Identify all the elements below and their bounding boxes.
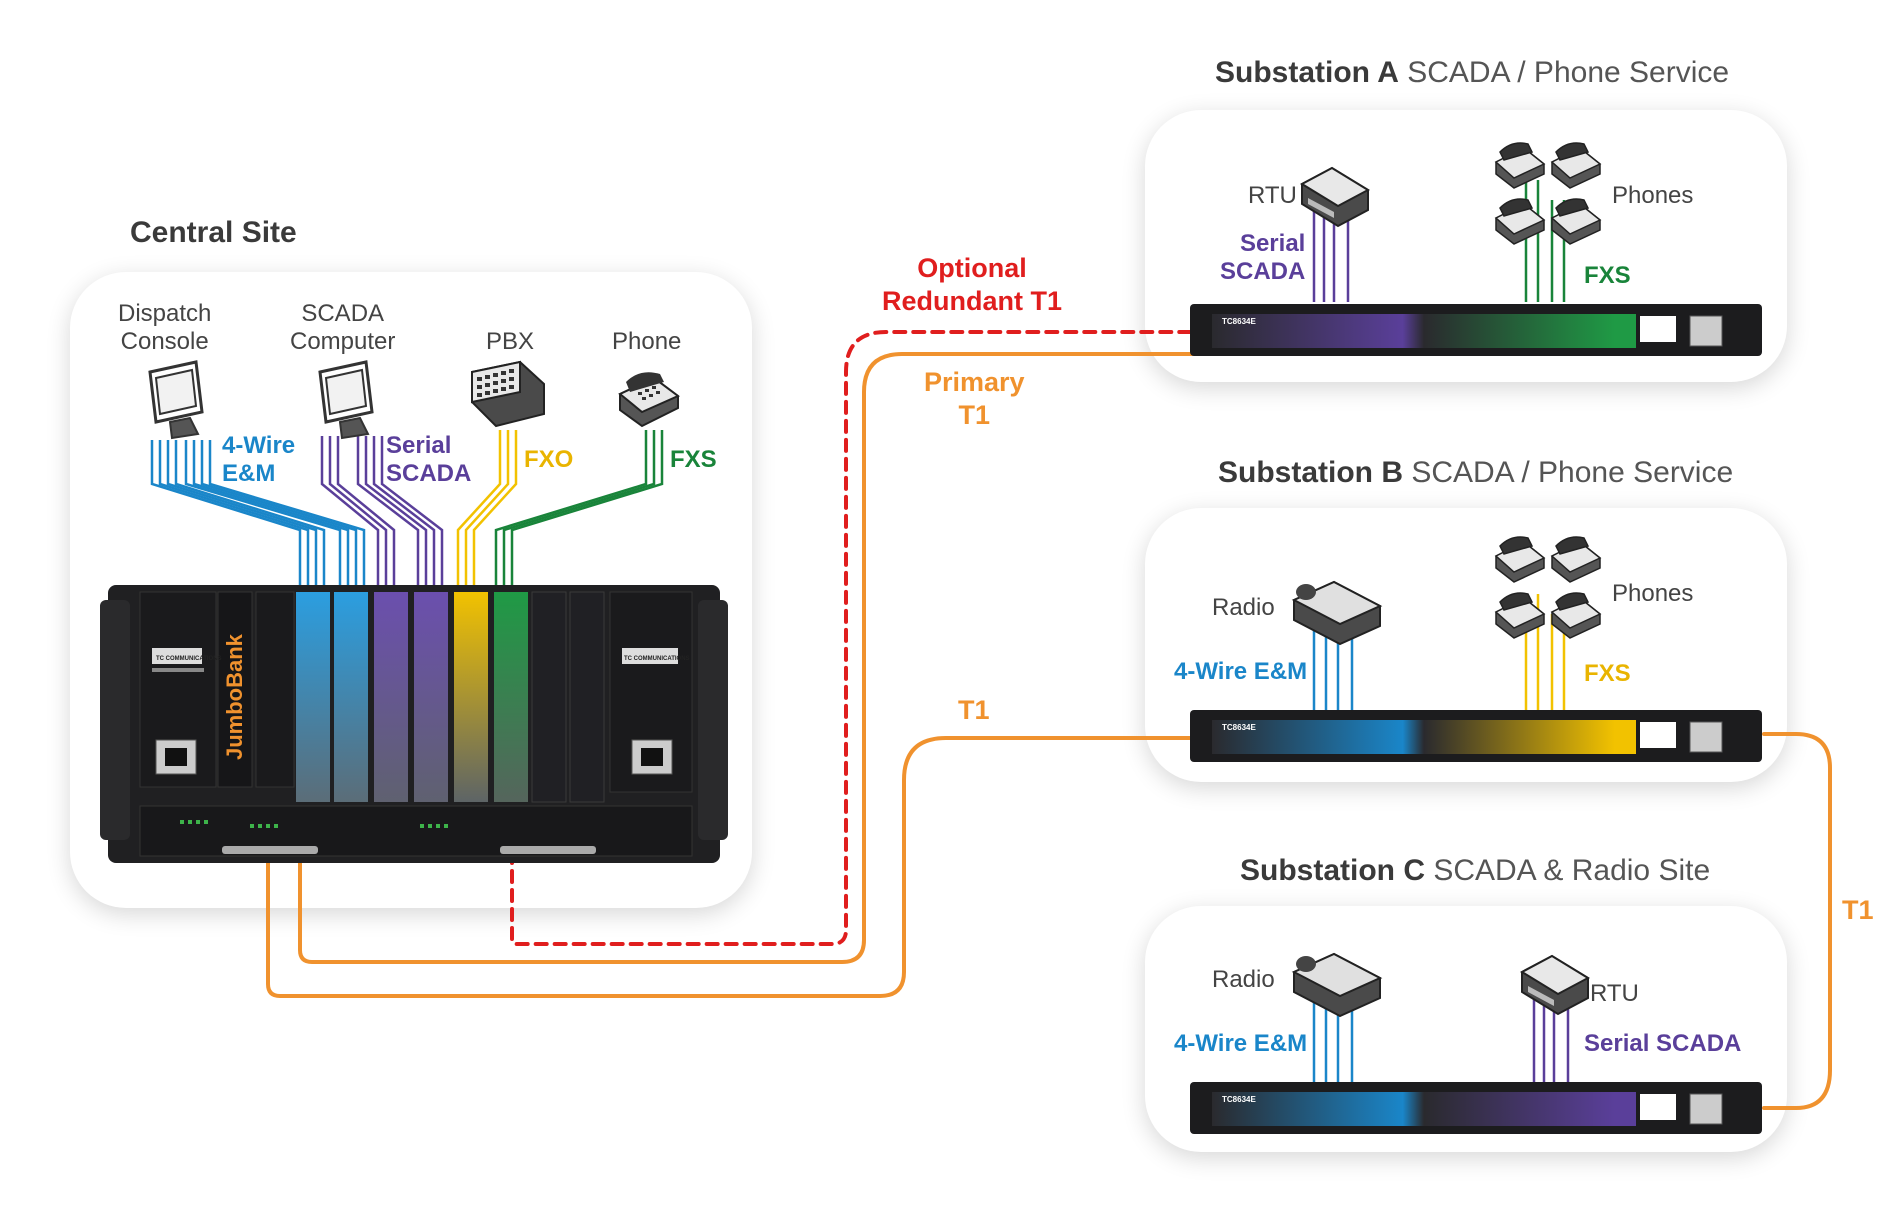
fourwire-label-b: 4-Wire E&M <box>1174 658 1308 685</box>
chassis-vendor-left: TC COMMUNICATIONS <box>156 656 222 662</box>
rtu-label-a: RTU <box>1248 182 1297 209</box>
fourwire-cables <box>150 440 366 588</box>
serial-scada-label-a: Serial SCADA <box>1220 230 1306 285</box>
unit-model-a: TC8634E <box>1222 317 1256 326</box>
t1-links <box>266 330 1832 1110</box>
central-cables <box>150 430 664 588</box>
t1-label-substation-c: T1 <box>1842 895 1874 925</box>
scada-computer-icon <box>318 360 374 440</box>
substation-c-title: Substation C SCADA & Radio Site <box>1240 854 1711 887</box>
t1-label-substation-b: T1 <box>958 695 990 725</box>
unit-model-c: TC8634E <box>1222 1095 1256 1104</box>
fourwire-label-central: 4-Wire E&M <box>222 432 296 487</box>
phones-icon-a <box>1494 142 1602 245</box>
jumbobank-chassis <box>100 585 728 863</box>
channel-bank-a <box>1190 304 1762 356</box>
rtu-label-c: RTU <box>1590 980 1639 1007</box>
fourwire-label-c: 4-Wire E&M <box>1174 1030 1308 1057</box>
phone-icon <box>618 372 680 428</box>
radio-label-b: Radio <box>1212 594 1275 621</box>
fxs-label-a: FXS <box>1584 262 1631 289</box>
unit-model-b: TC8634E <box>1222 723 1256 732</box>
phone-label: Phone <box>612 328 682 355</box>
central-site-title: Central Site <box>130 216 297 249</box>
phones-label-a: Phones <box>1612 182 1694 209</box>
fxs-label-central: FXS <box>670 446 717 473</box>
substation-b-title: Substation B SCADA / Phone Service <box>1218 456 1734 489</box>
scada-computer-label: SCADA Computer <box>290 300 396 355</box>
redundant-t1-label: Optional Redundant T1 <box>882 253 1062 316</box>
channel-bank-c <box>1190 1082 1762 1134</box>
serial-cables <box>320 436 444 588</box>
radio-icon-b <box>1291 580 1383 646</box>
t1-line-substation-c <box>1762 732 1832 1110</box>
t1-line-substation-b <box>266 736 1198 998</box>
fxo-label: FXO <box>524 446 574 473</box>
phones-icon-b <box>1494 536 1602 639</box>
pbx-label: PBX <box>486 328 535 355</box>
chassis-vendor-right: TC COMMUNICATIONS <box>624 656 690 662</box>
serial-scada-label-central: Serial SCADA <box>386 432 472 487</box>
fxs-cables <box>494 430 664 588</box>
redundant-t1-line <box>510 330 1198 946</box>
serial-scada-label-c: Serial SCADA <box>1584 1030 1742 1057</box>
rtu-icon-a <box>1299 166 1371 228</box>
dispatch-console-label: Dispatch Console <box>118 300 212 355</box>
channel-bank-b <box>1190 710 1762 762</box>
radio-label-c: Radio <box>1212 966 1275 993</box>
radio-icon-c <box>1291 952 1383 1018</box>
phones-label-b: Phones <box>1612 580 1694 607</box>
fxo-cables <box>456 430 518 588</box>
primary-t1-label: Primary T1 <box>924 367 1025 430</box>
rtu-icon-c <box>1519 954 1591 1016</box>
dispatch-console-icon <box>148 360 204 440</box>
substation-a-title: Substation A SCADA / Phone Service <box>1215 56 1730 89</box>
chassis-brand: JumboBank <box>222 633 247 760</box>
primary-t1-line <box>298 352 1198 964</box>
fxs-label-b: FXS <box>1584 660 1631 687</box>
pbx-icon <box>471 360 545 428</box>
